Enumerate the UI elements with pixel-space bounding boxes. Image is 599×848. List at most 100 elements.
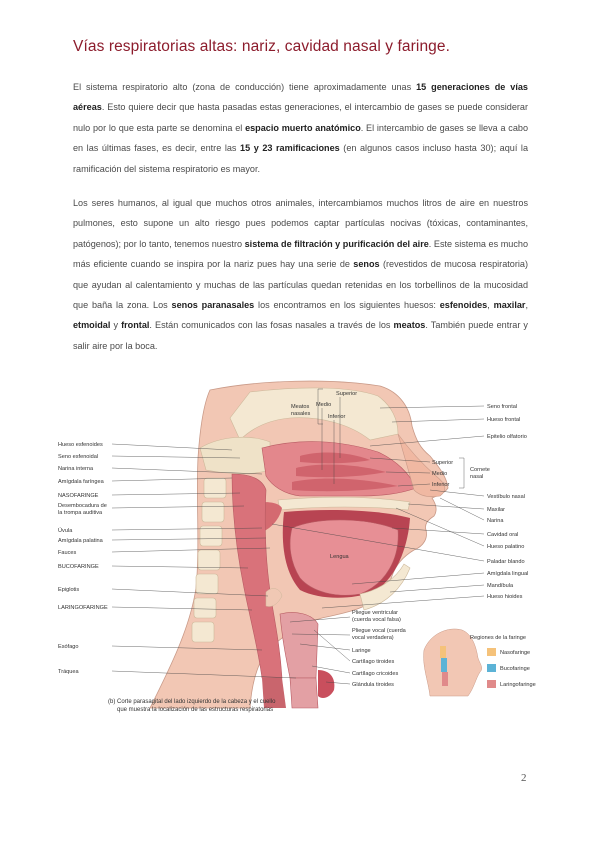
p2-run-8: , (487, 300, 494, 311)
right-labels: Seno frontal Hueso frontal Epitelio olfa… (352, 404, 528, 688)
label-seno-esfenoidal: Seno esfenoidal (58, 454, 98, 460)
label-meato-medio: Medio (316, 402, 331, 408)
label-trompa-auditiva: la trompa auditiva (58, 510, 103, 516)
frontal-bone (229, 387, 399, 441)
figure-caption-line-1: (b) Corte parasagital del lado izquierdo… (108, 699, 276, 705)
p2-run-7: esfenoides (439, 300, 488, 311)
p2-run-0: Los seres humanos, al igual que muchos o… (73, 198, 528, 249)
turbinate-superior (300, 452, 370, 464)
label-nasal: nasal (470, 474, 483, 480)
label-nasofaringe: NASOFARINGE (58, 493, 99, 499)
label-hueso-frontal: Hueso frontal (487, 417, 520, 423)
hard-palate (277, 496, 411, 511)
turbinate-middle (296, 464, 386, 478)
paragraph-1: El sistema respiratorio alto (zona de co… (73, 77, 528, 179)
trachea (289, 677, 319, 709)
p2-run-16: . También puede entrar y salir aire por … (73, 320, 528, 351)
legend-swatch-nasofaringe (487, 648, 496, 656)
legend-laringofaringe: Laringofaringe (500, 682, 536, 688)
inset-laringofaringe (442, 672, 448, 686)
label-cuerda-vocal-verdadera: vocal verdadera) (352, 635, 394, 641)
label-cartilago-cricoides: Cartílago cricoides (352, 671, 399, 677)
p1-run-1: 15 generaciones de vías aéreas (73, 82, 528, 113)
label-cartilago-tiroides: Cartílago tiroides (352, 659, 394, 665)
label-cornete-medio: Medio (432, 471, 447, 477)
right-leader-lines (271, 405, 485, 685)
p1-run-0: El sistema respiratorio alto (zona de co… (73, 82, 417, 92)
nose (397, 433, 446, 498)
label-epiglotis: Epiglotis (58, 587, 79, 593)
left-leader-lines (111, 443, 297, 679)
p2-run-11: etmoidal (73, 320, 111, 331)
p2-run-12: y (110, 320, 122, 331)
paragraph-2: Los seres humanos, al igual que muchos o… (73, 193, 528, 356)
respiratory-anatomy-figure: Lengua Hueso esfenoides Seno esfenoidal … (58, 380, 536, 713)
label-pliegue-ventricular: Pliegue ventricular (352, 610, 398, 616)
sphenoid-bone (199, 436, 271, 475)
p1-run-2: . Esto quiere decir que hasta pasadas es… (73, 102, 528, 133)
legend-nasofaringe: Nasofaringe (500, 650, 530, 656)
label-cornete-superior: Superior (432, 460, 453, 466)
larynx (279, 612, 319, 679)
label-meato-inferior: Inferior (328, 414, 346, 420)
p2-run-14: . Están comunicados con las fosas nasale… (149, 320, 394, 331)
label-fauces: Fauces (58, 550, 77, 556)
p2-run-2: . Este sistema es mucho más eficiente cu… (73, 238, 529, 270)
pharynx (231, 473, 283, 679)
p2-run-5: senos paranasales (171, 300, 255, 311)
thyroid-gland (318, 670, 335, 698)
legend-title: Regiones de la faringe (470, 635, 526, 641)
label-amigdala-lingual: Amígdala lingual (487, 571, 528, 577)
label-narina: Narina (487, 518, 504, 524)
legend-bucofaringe: Bucofaringe (500, 666, 530, 672)
p2-run-4: (revestidos de mucosa respiratoria) que … (73, 259, 528, 311)
label-epitelio-olfatorio: Epitelio olfatorio (487, 434, 527, 440)
pharynx-regions-inset: Regiones de la faringe Nasofaringe Bucof… (423, 628, 536, 697)
label-uvula: Úvula (58, 527, 73, 534)
figure-caption-line-2: que muestra la localización de las estru… (117, 707, 273, 713)
p2-run-13: frontal (121, 320, 150, 331)
page-title: Vías respiratorias altas: nariz, cavidad… (73, 38, 451, 55)
label-amigdala-palatina: Amígdala palatina (58, 538, 104, 544)
p2-run-10: , (525, 300, 528, 311)
legend-swatch-bucofaringe (487, 664, 496, 672)
label-laringe: Laringe (352, 648, 371, 654)
tongue (289, 519, 399, 596)
label-narina-interna: Narina interna (58, 466, 94, 472)
p2-run-15: meatos (393, 320, 426, 331)
inset-bucofaringe (441, 658, 447, 672)
label-vestibulo-nasal: Vestíbulo nasal (487, 494, 525, 500)
epiglottis (265, 588, 283, 607)
label-maxilar: Maxilar (487, 507, 505, 513)
label-meato-superior: Superior (336, 391, 357, 397)
mandible (359, 563, 411, 611)
inset-head (423, 628, 482, 697)
label-hueso-hioides: Hueso hioides (487, 594, 523, 600)
label-seno-frontal: Seno frontal (487, 404, 517, 410)
label-hueso-esfenoides: Hueso esfenoides (58, 442, 103, 448)
label-traquea: Tráquea (58, 669, 80, 675)
label-pliegue-vocal: Pliegue vocal (cuerda (352, 628, 407, 634)
p1-run-4: . El intercambio de gases se lleva a cab… (73, 122, 529, 154)
page-number: 2 (521, 772, 527, 784)
esophagus (262, 678, 286, 708)
label-esofago: Esófago (58, 644, 79, 650)
p2-run-3: senos (353, 259, 380, 270)
label-nasales: nasales (291, 411, 310, 417)
p2-run-9: maxilar (493, 300, 526, 311)
label-cuerda-vocal-falsa: (cuerda vocal falsa) (352, 617, 401, 623)
turbinate-inferior (292, 478, 398, 492)
label-amigdala-faringea: Amígdala faríngea (58, 479, 105, 485)
legend-swatch-laringofaringe (487, 680, 496, 688)
label-laringofaringe: LARINGOFARINGE (58, 605, 108, 611)
cervical-spine (191, 477, 227, 643)
label-mandibula: Mandíbula (487, 583, 514, 589)
label-desembocadura: Desembocadura de (58, 503, 107, 509)
label-cornete-inferior: Inferior (432, 482, 450, 488)
label-cornete: Cornete (470, 467, 490, 473)
p2-run-6: los encontramos en los siguientes huesos… (254, 300, 440, 311)
left-labels: Hueso esfenoides Seno esfenoidal Narina … (58, 442, 108, 675)
label-bucofaringe: BUCOFARINGE (58, 564, 99, 570)
p1-run-5: 15 y 23 ramificaciones (240, 143, 340, 154)
p1-run-6: (en algunos casos incluso hasta 30); aqu… (73, 143, 529, 174)
